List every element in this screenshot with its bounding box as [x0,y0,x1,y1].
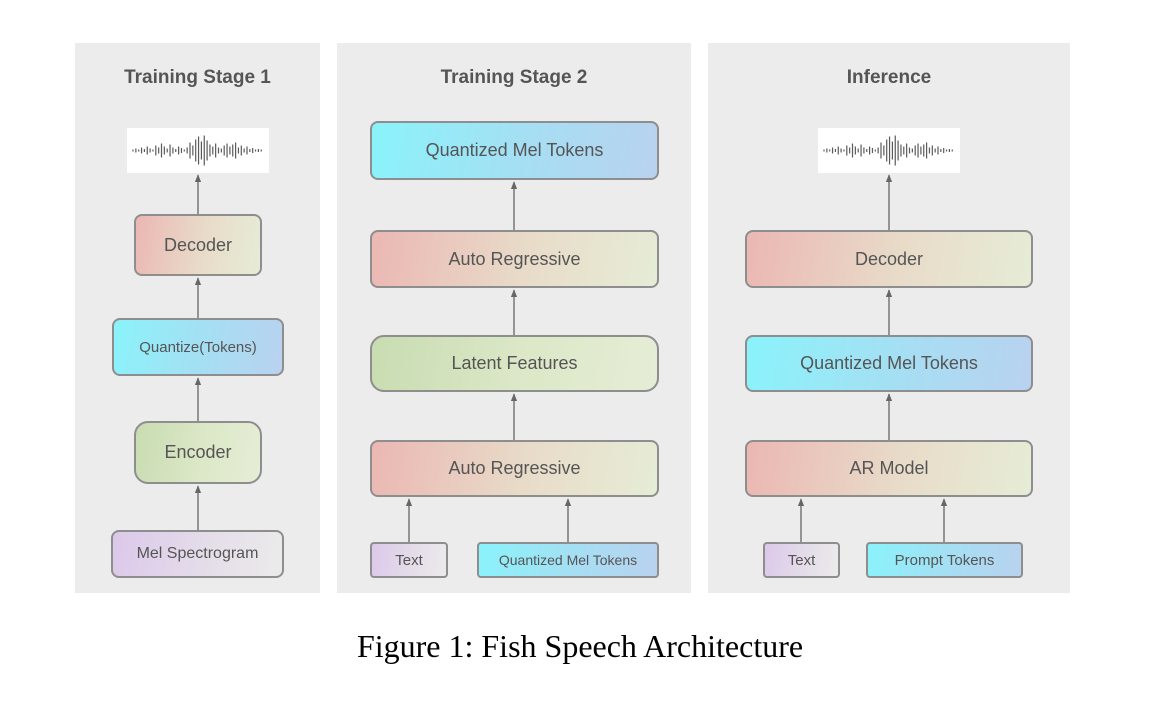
panel-title: Training Stage 1 [124,67,271,88]
panel-title: Inference [846,67,932,88]
inference-prompt-tokens-input: Prompt Tokens [866,542,1023,578]
stage2-quantized-mel-tokens-output: Quantized Mel Tokens [370,121,659,180]
stage1-decoder-node: Decoder [134,214,262,276]
audio-waveform-icon [818,128,960,173]
inference-quantized-mel-tokens-node: Quantized Mel Tokens [745,335,1033,392]
stage2-text-input: Text [370,542,448,578]
stage2-auto-regressive-upper: Auto Regressive [370,230,659,288]
stage1-encoder-node: Encoder [134,421,262,484]
stage1-quantize-node: Quantize(Tokens) [112,318,284,376]
audio-waveform-icon [127,128,269,173]
inference-panel: Inference [708,43,1070,593]
stage2-auto-regressive-lower: Auto Regressive [370,440,659,497]
inference-decoder-node: Decoder [745,230,1033,288]
stage2-latent-features-node: Latent Features [370,335,659,392]
stage1-mel-spectrogram-node: Mel Spectrogram [111,530,284,578]
inference-text-input: Text [763,542,840,578]
stage2-quantized-mel-tokens-input: Quantized Mel Tokens [477,542,659,578]
panel-title: Training Stage 2 [440,67,588,88]
inference-ar-model-node: AR Model [745,440,1033,497]
figure-caption: Figure 1: Fish Speech Architecture [356,628,804,664]
